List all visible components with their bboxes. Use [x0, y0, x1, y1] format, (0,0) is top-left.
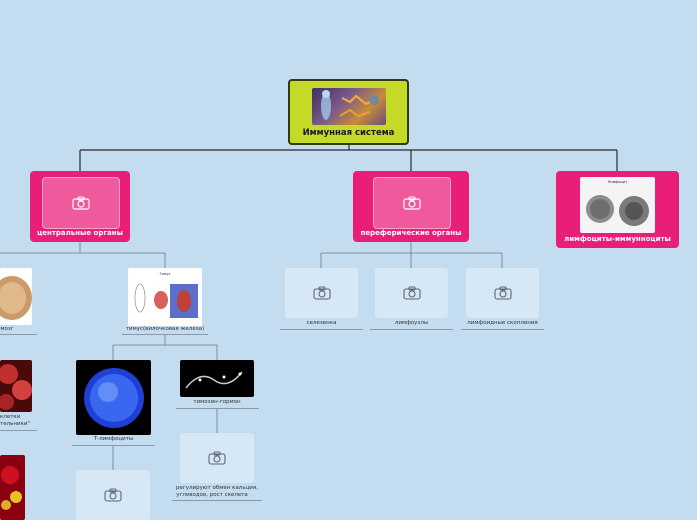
camera-icon	[403, 196, 421, 210]
lymphoid-clusters-underline	[461, 329, 544, 330]
immune-system-image	[312, 88, 386, 125]
cells-underline	[0, 430, 37, 431]
blood-cells-image	[0, 455, 25, 520]
camera-icon	[402, 286, 421, 300]
camera-icon	[208, 451, 226, 465]
lymph-nodes-image-placeholder[interactable]	[375, 268, 448, 318]
image-placeholder	[373, 177, 451, 229]
lymphocyte-micrograph	[586, 195, 649, 226]
root-node[interactable]: Иммунная система	[288, 79, 409, 145]
marrow-label: мозг	[0, 326, 14, 332]
camera-icon	[72, 196, 90, 210]
t-lymphocytes-child-placeholder[interactable]	[76, 470, 150, 520]
t-lymphocytes-label: Т-лимфоциты	[93, 436, 134, 442]
branch-peripheral-organs[interactable]: переферические органы	[353, 171, 469, 242]
cells-label-line1: клетки	[0, 414, 21, 420]
blood-cells-illustration	[1, 466, 22, 510]
camera-icon	[104, 488, 122, 502]
cells-label-line2: тельники"	[0, 421, 30, 427]
spleen-image-placeholder[interactable]	[285, 268, 358, 318]
marrow-underline	[0, 334, 37, 335]
branch-label: центральные органы	[37, 229, 123, 237]
thymosin-underline	[176, 408, 259, 409]
branch-label: переферические органы	[360, 229, 462, 237]
t-lymphocyte-illustration	[84, 368, 144, 428]
lymphocyte-image-caption: Лимфоцит	[607, 180, 628, 184]
thymus-label: тимус(вилочковая железа)	[125, 326, 205, 332]
spleen-underline	[280, 329, 363, 330]
thymosin-image	[180, 360, 254, 397]
lymph-nodes-label: лимфоузлы	[394, 320, 429, 326]
bone-marrow-image	[0, 268, 32, 325]
immune-system-illustration	[321, 90, 379, 120]
t-lymphocytes-underline	[72, 445, 155, 446]
thymus-underline	[122, 334, 208, 335]
thymosin-illustration	[185, 371, 243, 389]
regulates-label-line2: углеводов, рост скелета	[176, 492, 248, 498]
branch-label: лимфоциты-иммунноциты	[564, 235, 671, 243]
branch-lymphocytes[interactable]: Лимфоцит лимфоциты-иммунноциты	[556, 171, 679, 248]
cells-illustration	[0, 364, 32, 410]
lymphoid-clusters-label: лимфоидные скопления	[467, 320, 538, 326]
bone-marrow-illustration	[0, 276, 32, 320]
thymus-illustration	[134, 283, 198, 318]
root-label: Иммунная система	[302, 128, 395, 138]
lymphoid-clusters-image-placeholder[interactable]	[466, 268, 539, 318]
regulates-image-placeholder[interactable]	[180, 433, 254, 483]
branch-central-organs[interactable]: центральные органы	[30, 171, 130, 242]
thymosin-label: тимозин-гормон	[193, 399, 241, 405]
lymphocyte-image: Лимфоцит	[580, 177, 655, 233]
t-lymphocyte-image	[76, 360, 151, 435]
regulates-underline	[172, 500, 262, 501]
image-placeholder	[42, 177, 120, 229]
regulates-label-line1: регулируют обмен кальция,	[176, 485, 258, 491]
thymus-image-caption: Тимус	[159, 272, 171, 276]
thymus-image: Тимус	[128, 268, 202, 326]
spleen-label: селезенка	[306, 320, 337, 326]
camera-icon	[493, 286, 512, 300]
lymph-nodes-underline	[370, 329, 453, 330]
cells-image	[0, 360, 32, 412]
camera-icon	[312, 286, 331, 300]
